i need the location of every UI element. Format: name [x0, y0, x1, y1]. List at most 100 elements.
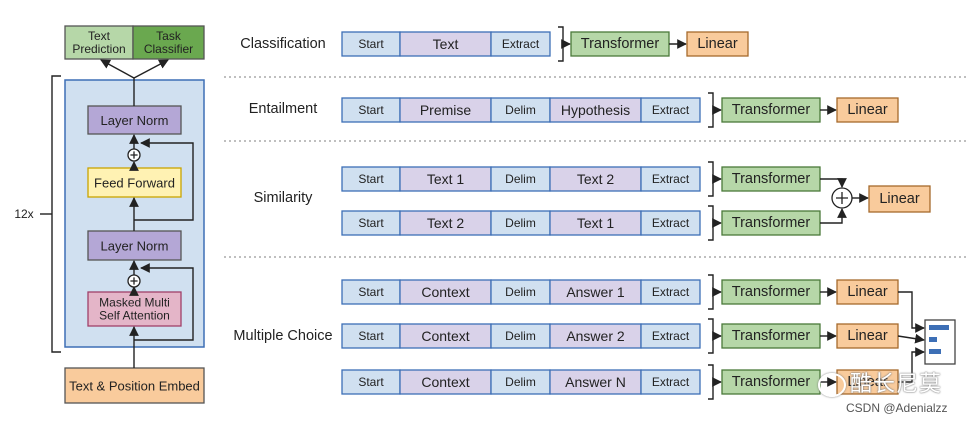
- sequence-0-token-1-label: Context: [421, 284, 469, 300]
- sequence-bracket-1: [708, 205, 714, 241]
- sequence-1-token-4-box: [640, 323, 701, 349]
- sequence-0-token-0-box: [341, 31, 401, 57]
- sequence-0-token-4: Extract: [640, 166, 701, 192]
- transformer-0-label: Transformer: [732, 102, 811, 118]
- transformer-1: Transformer: [721, 210, 821, 236]
- sequence-2-token-4-box: [640, 369, 701, 395]
- sequence-0-token-4: Extract: [640, 97, 701, 123]
- sequence-0-token-0-box: [341, 279, 401, 305]
- sequence-0-token-1-box: [399, 31, 492, 57]
- linear-label: Linear: [847, 102, 887, 118]
- transformer-1-box: [721, 323, 821, 349]
- sequence-1-token-0: Start: [341, 323, 401, 349]
- linear: Linear: [686, 31, 749, 57]
- sequence-0-token-2-label: Delim: [505, 285, 536, 299]
- text-position-embed: Text & Position Embed: [64, 367, 205, 404]
- sequence-0-token-2-box: [490, 31, 551, 57]
- sequence-0-token-1-box: [399, 279, 492, 305]
- wechat-icon: [818, 373, 846, 397]
- sequence-0-token-2: Extract: [490, 31, 551, 57]
- linear-box: [836, 97, 899, 123]
- linear-1-label: Linear: [847, 328, 887, 344]
- sequence-1-token-4: Extract: [640, 210, 701, 236]
- credit-text: CSDN @Adenialzz: [846, 401, 948, 415]
- transformer-0-label: Transformer: [732, 171, 811, 187]
- transformer-0-box: [570, 31, 670, 57]
- layer-norm-bottom-label: Layer Norm: [101, 238, 169, 253]
- similarity-add: [831, 187, 853, 209]
- linear-1: Linear: [836, 323, 899, 349]
- transformer-2-label: Transformer: [732, 374, 811, 390]
- task-name: Entailment: [249, 101, 318, 117]
- transformer-1-label: Transformer: [732, 215, 811, 231]
- sequence-0-token-3-box: [549, 279, 642, 305]
- sequence-0-token-2-label: Extract: [502, 37, 540, 51]
- flow-sim-bottom: [820, 208, 847, 224]
- flow-softmax-1: [897, 333, 925, 344]
- transformer-0: Transformer: [570, 31, 670, 57]
- sequence-0-token-0-box: [341, 97, 401, 123]
- feed-forward: Feed Forward: [87, 167, 182, 198]
- text-position-embed-label: Text & Position Embed: [69, 378, 200, 393]
- sequence-2-token-1: Context: [399, 369, 492, 395]
- sequence-1-token-3-box: [549, 323, 642, 349]
- text-position-embed-box: [64, 367, 205, 404]
- layer-norm-top-label: Layer Norm: [101, 113, 169, 128]
- sequence-2: Start Context Delim Answer N Extract: [341, 369, 701, 395]
- repeat-bracket: [51, 75, 61, 353]
- sequence-0-token-3: Answer 1: [549, 279, 642, 305]
- sequence-1-token-0-label: Start: [358, 216, 384, 230]
- transformer-1: Transformer: [721, 323, 821, 349]
- sequence-0-token-2: Delim: [490, 166, 551, 192]
- sequence-2-token-2-label: Delim: [505, 375, 536, 389]
- sequence-0-token-0-label: Start: [358, 285, 384, 299]
- watermark-text: 酷长尼莫: [850, 372, 943, 397]
- sequence-0-token-2-label: Delim: [505, 172, 536, 186]
- sequence-0-token-2-box: [490, 97, 551, 123]
- sequence-2-token-4: Extract: [640, 369, 701, 395]
- sequence-bracket-0: [708, 161, 714, 197]
- sequence-0-token-0: Start: [341, 97, 401, 123]
- transformer-0-box: [721, 279, 821, 305]
- sequence-2-token-3: Answer N: [549, 369, 642, 395]
- flow-softmax-2: [898, 347, 925, 383]
- sequence-0-token-4-label: Extract: [652, 285, 690, 299]
- linear: Linear: [836, 97, 899, 123]
- sequence-1-token-0-box: [341, 323, 401, 349]
- sequence-0-token-3-box: [549, 97, 642, 123]
- sequence-1-token-2: Delim: [490, 210, 551, 236]
- watermark: 酷长尼莫: [818, 366, 968, 397]
- sequence-1-token-1-label: Text 2: [427, 215, 465, 231]
- head-task-classifier-box: [132, 25, 205, 60]
- transformer-0: Transformer: [721, 166, 821, 192]
- flow-softmax-0: [898, 291, 925, 333]
- sequence-1-token-1-label: Context: [421, 328, 469, 344]
- sequence-bracket-0: [708, 274, 714, 310]
- linear: Linear: [868, 185, 931, 213]
- sequence-0-token-2-label: Delim: [505, 103, 536, 117]
- sequence-1-token-0-box: [341, 210, 401, 236]
- sequence-0-token-4-box: [640, 166, 701, 192]
- sequence-2-token-4-label: Extract: [652, 375, 690, 389]
- sequence-0-token-4-box: [640, 279, 701, 305]
- head-text-prediction-box: [64, 25, 134, 60]
- sequence-1-token-2-box: [490, 210, 551, 236]
- sequence-2-token-0: Start: [341, 369, 401, 395]
- transformer-1-label: Transformer: [732, 328, 811, 344]
- sequence-2-token-3-label: Answer N: [565, 374, 626, 390]
- sequence-2-token-0-label: Start: [358, 375, 384, 389]
- sequence-0-token-0-box: [341, 166, 401, 192]
- sequence-0-token-3-label: Answer 1: [566, 284, 625, 300]
- transformer-0: Transformer: [721, 279, 821, 305]
- layer-norm-bottom: Layer Norm: [87, 230, 182, 261]
- flow-head-prediction: [100, 59, 135, 79]
- masked-self-attention-box: [87, 291, 182, 327]
- sequence-0-token-1-box: [399, 166, 492, 192]
